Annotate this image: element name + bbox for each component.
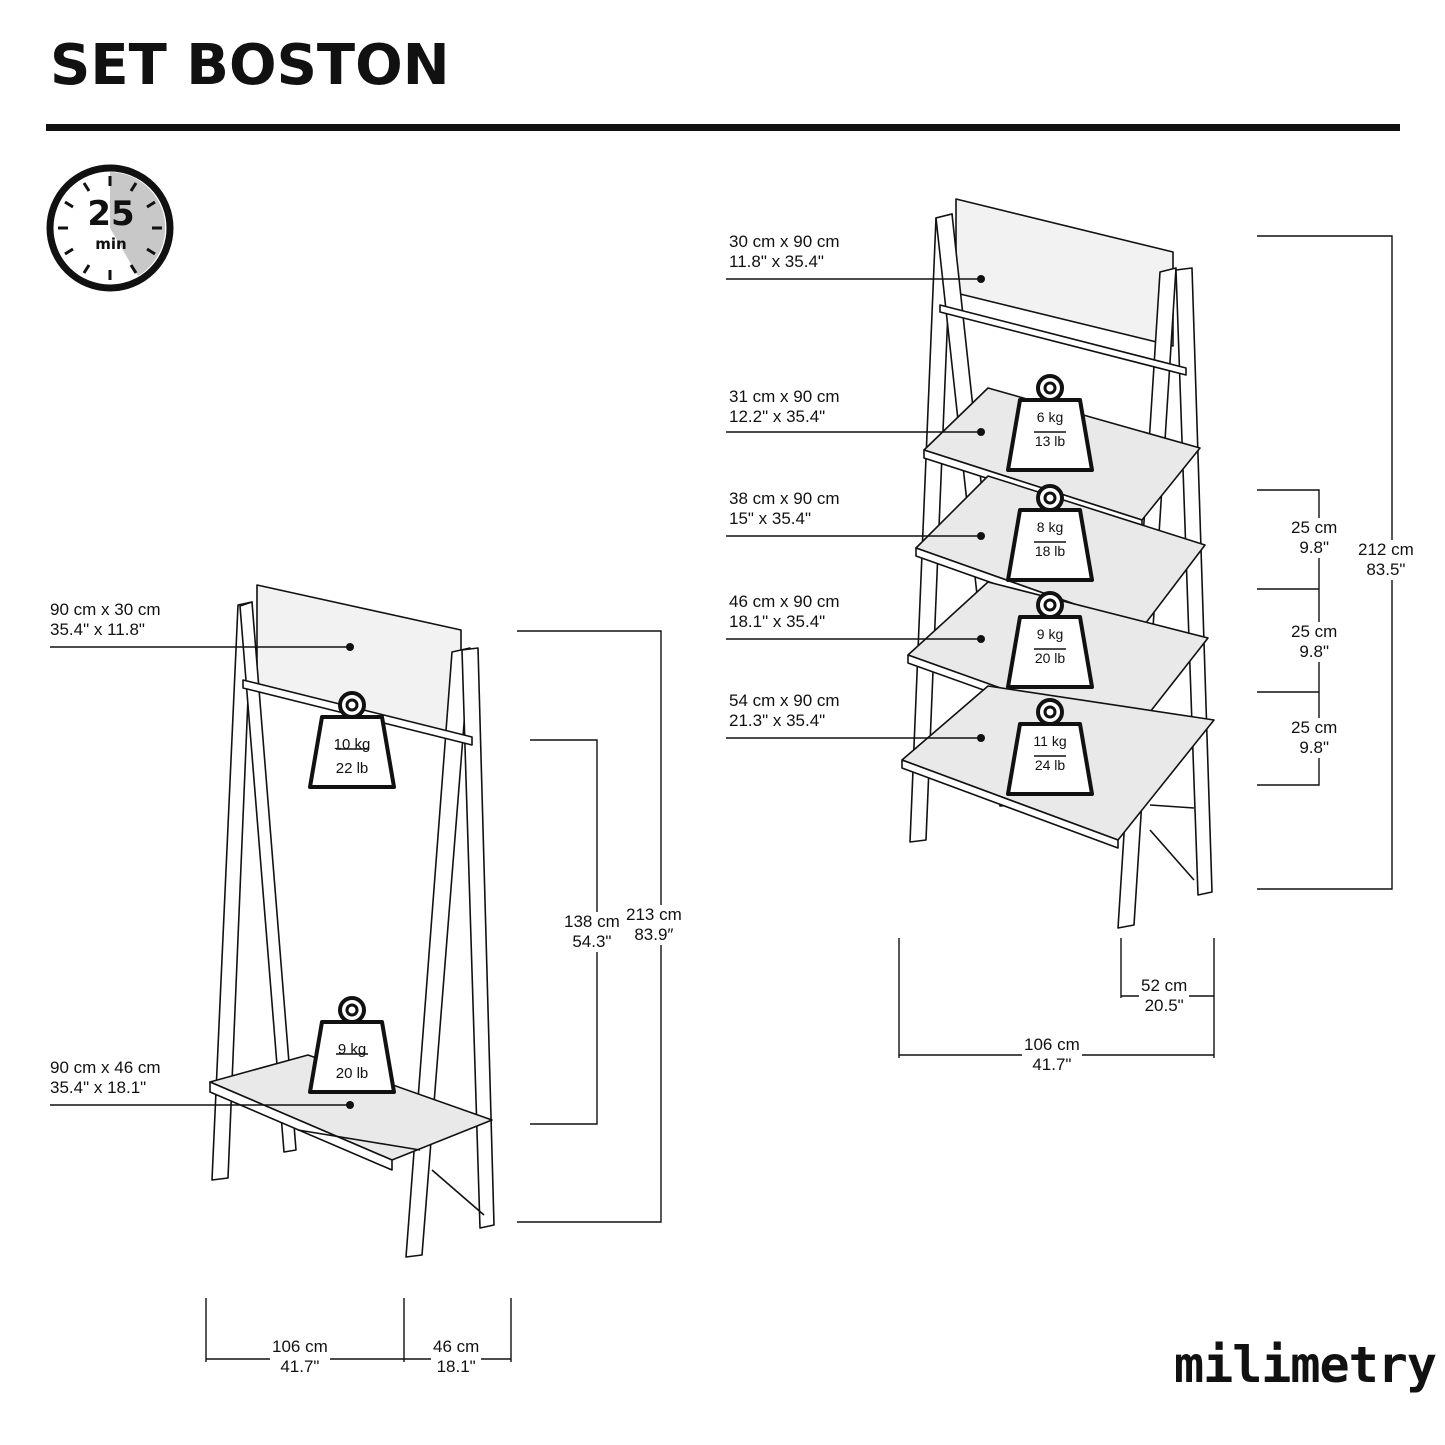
page-title: SET BOSTON bbox=[50, 33, 450, 98]
title-underline bbox=[46, 124, 1400, 131]
timer-unit: min bbox=[95, 235, 127, 253]
clothes-rack-drawing bbox=[209, 584, 495, 1258]
timer-icon bbox=[46, 164, 174, 292]
brand-logo: milimetry bbox=[1174, 1336, 1437, 1394]
timer-value: 25 bbox=[87, 194, 135, 234]
